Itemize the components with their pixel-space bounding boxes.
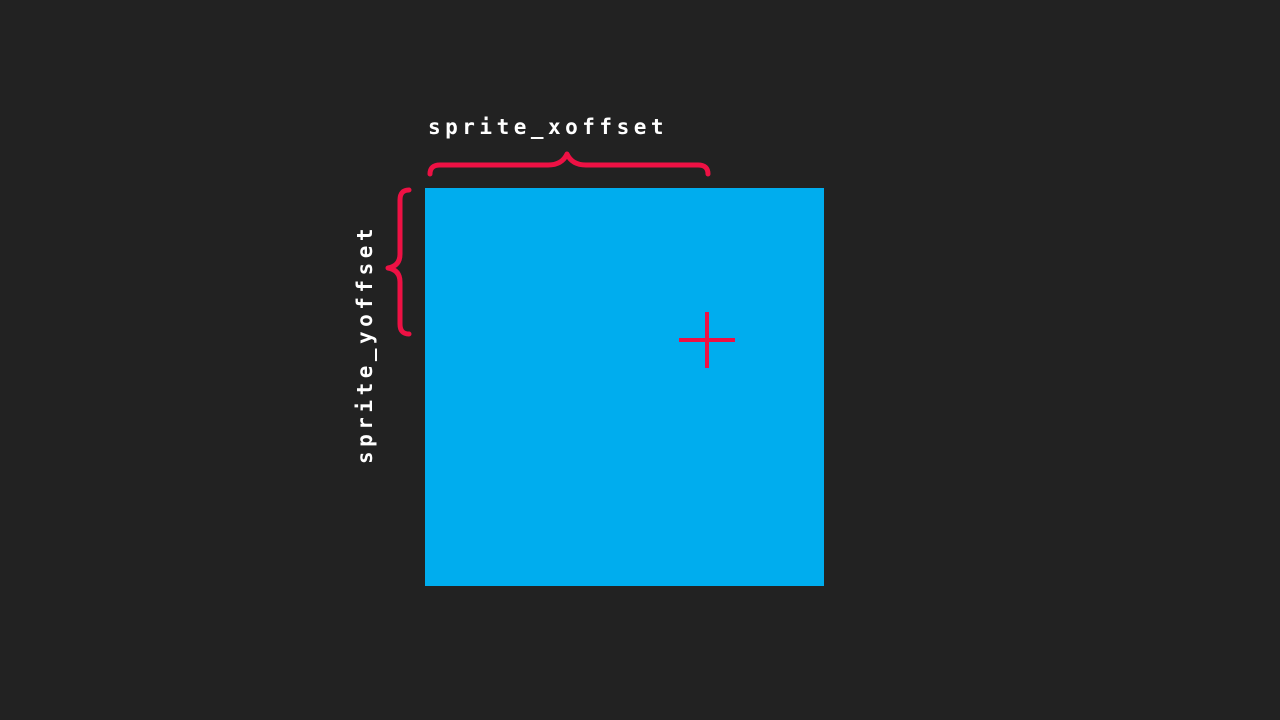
x-offset-brace-icon — [427, 151, 711, 177]
y-offset-label: sprite_yoffset — [353, 223, 377, 464]
x-offset-label: sprite_xoffset — [428, 115, 669, 139]
y-offset-brace-icon — [385, 187, 412, 337]
sprite-rectangle — [425, 188, 824, 586]
